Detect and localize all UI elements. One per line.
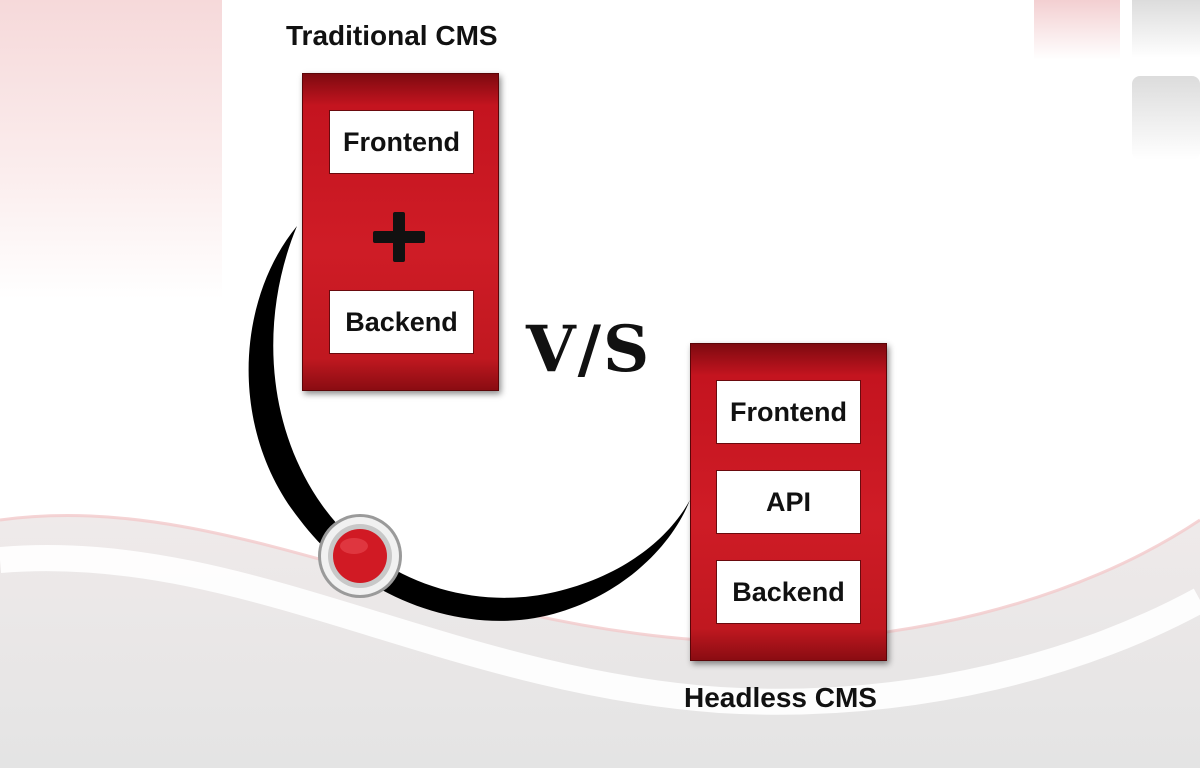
versus-label: V/S bbox=[526, 312, 652, 387]
node-dot-icon bbox=[318, 514, 402, 598]
traditional-cms-title: Traditional CMS bbox=[286, 20, 498, 51]
bg-wave-highlight bbox=[0, 545, 1200, 715]
traditional-cms-panel: Frontend Backend bbox=[302, 73, 499, 391]
traditional-backend-box: Backend bbox=[329, 290, 474, 354]
headless-backend-box: Backend bbox=[716, 560, 861, 624]
bg-wave-pink bbox=[0, 514, 1200, 643]
traditional-frontend-box: Frontend bbox=[329, 110, 474, 174]
headless-api-box: API bbox=[716, 470, 861, 534]
headless-cms-title: Headless CMS bbox=[684, 682, 877, 713]
headless-frontend-box: Frontend bbox=[716, 380, 861, 444]
bg-left-panel bbox=[0, 0, 222, 300]
headless-cms-panel: Frontend API Backend bbox=[690, 343, 887, 661]
bg-right-red-block bbox=[1034, 0, 1120, 60]
bg-right-grey-mid bbox=[1132, 76, 1200, 160]
plus-icon bbox=[373, 212, 425, 262]
bg-right-grey-top bbox=[1132, 0, 1200, 58]
